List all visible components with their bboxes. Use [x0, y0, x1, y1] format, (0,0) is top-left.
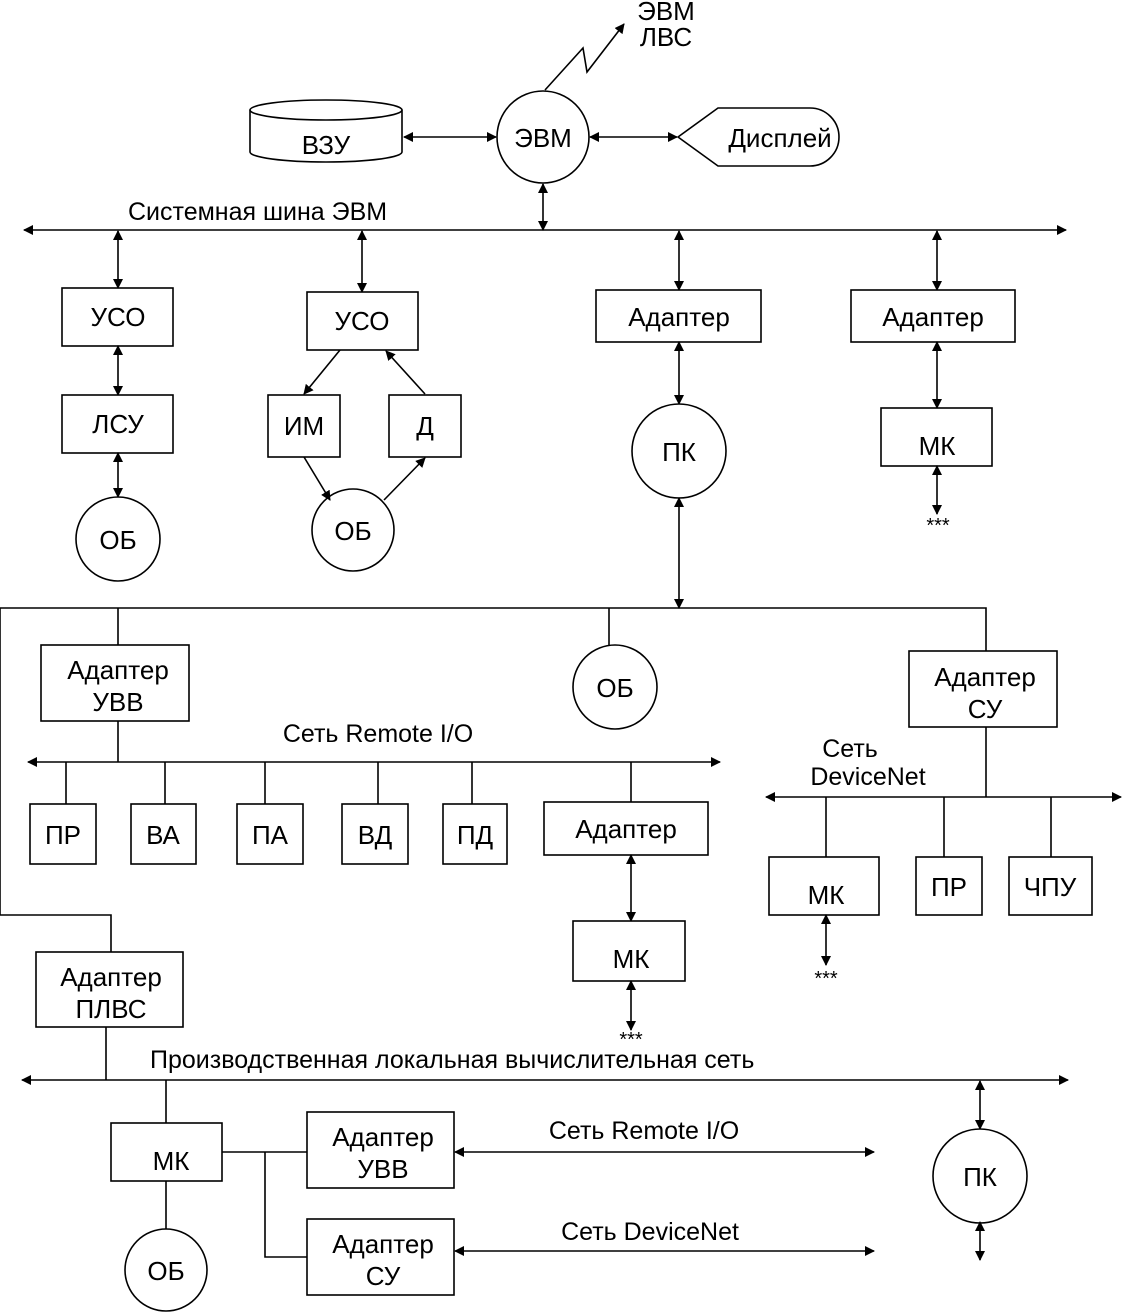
evm-label: ЭВМ — [514, 123, 572, 153]
pk-node-2: ПК — [932, 1128, 1028, 1224]
svg-text:ОБ: ОБ — [334, 516, 371, 546]
svg-text:ОБ: ОБ — [147, 1256, 184, 1286]
mk-box-2: МК — [572, 920, 686, 982]
pd-box: ПД — [442, 803, 508, 865]
chpu-box: ЧПУ — [1008, 856, 1093, 916]
uso-box-2: УСО — [306, 291, 419, 351]
ob-node-4: ОБ — [124, 1228, 208, 1312]
pr-box-1: ПР — [29, 803, 97, 865]
svg-text:СУ: СУ — [968, 694, 1003, 724]
vd-box: ВД — [341, 803, 409, 865]
svg-text:Адаптер: Адаптер — [332, 1122, 434, 1152]
evm-lvs-label-2: ЛВС — [640, 22, 692, 52]
im-box: ИМ — [267, 394, 341, 458]
pr-box-2: ПР — [915, 856, 983, 916]
svg-text:ИМ: ИМ — [284, 411, 324, 441]
svg-text:Адаптер: Адаптер — [60, 962, 162, 992]
svg-text:Адаптер: Адаптер — [332, 1229, 434, 1259]
svg-text:МК: МК — [153, 1146, 190, 1176]
display-node: Дисплей — [676, 107, 840, 167]
mk-box-3: МК — [768, 856, 880, 916]
svg-text:ПК: ПК — [963, 1162, 997, 1192]
svg-text:ПК: ПК — [662, 437, 696, 467]
remote-io-label-2: Сеть Remote I/O — [549, 1117, 739, 1145]
svg-text:Д: Д — [416, 411, 434, 441]
uso-box-1: УСО — [61, 287, 174, 347]
svg-text:ПД: ПД — [457, 820, 494, 850]
svg-text:ПР: ПР — [931, 872, 967, 902]
pk-node-1: ПК — [631, 403, 727, 499]
continuation-marker-2: *** — [619, 1029, 643, 1051]
ob-node-2: ОБ — [311, 488, 395, 572]
svg-text:ЛСУ: ЛСУ — [92, 409, 144, 439]
ob-node-1: ОБ — [75, 496, 161, 582]
continuation-marker-3: *** — [814, 968, 838, 990]
evm-node: ЭВМ — [496, 90, 590, 184]
vzu-label: ВЗУ — [302, 130, 351, 160]
adapter-uvv-box: Адаптер УВВ — [40, 644, 190, 722]
mk-box-4: МК — [110, 1122, 223, 1182]
adapter-plvs-box: Адаптер ПЛВС — [35, 951, 184, 1028]
svg-text:УСО: УСО — [91, 302, 146, 332]
svg-text:Адаптер: Адаптер — [575, 814, 677, 844]
lvs-link — [544, 23, 625, 91]
adapter-uvv-box-2: Адаптер УВВ — [306, 1111, 455, 1189]
svg-text:ВД: ВД — [358, 820, 393, 850]
svg-text:Адаптер: Адаптер — [67, 655, 169, 685]
svg-text:Адаптер: Адаптер — [882, 302, 984, 332]
svg-text:МК: МК — [919, 431, 956, 461]
adapter-su-box-2: Адаптер СУ — [306, 1218, 455, 1296]
svg-text:ОБ: ОБ — [596, 673, 633, 703]
remote-io-label-1: Сеть Remote I/O — [283, 720, 473, 748]
plvs-label: Производственная локальная вычислительна… — [150, 1046, 754, 1074]
mk-box-1: МК — [880, 407, 993, 467]
d-box: Д — [388, 394, 462, 458]
svg-text:ЧПУ: ЧПУ — [1024, 872, 1077, 902]
adapter-box-1: Адаптер — [595, 289, 762, 343]
svg-text:ПА: ПА — [252, 820, 289, 850]
svg-text:МК: МК — [808, 880, 845, 910]
continuation-marker-1: *** — [926, 515, 950, 537]
svg-text:ОБ: ОБ — [99, 525, 136, 555]
evm-lvs-label-1: ЭВМ — [637, 0, 695, 26]
display-label: Дисплей — [728, 123, 831, 153]
pa-box: ПА — [236, 803, 304, 865]
svg-text:Адаптер: Адаптер — [934, 662, 1036, 692]
devicenet-label-1b: DeviceNet — [810, 763, 925, 791]
svg-text:УВВ: УВВ — [92, 687, 143, 717]
svg-text:СУ: СУ — [366, 1261, 401, 1291]
svg-text:ВА: ВА — [146, 820, 180, 850]
adapter-su-box: Адаптер СУ — [908, 650, 1058, 728]
vzu-drum: ВЗУ — [249, 99, 403, 163]
svg-text:Адаптер: Адаптер — [628, 302, 730, 332]
va-box: ВА — [130, 803, 197, 865]
adapter-box-2: Адаптер — [850, 289, 1016, 343]
svg-text:ПЛВС: ПЛВС — [75, 994, 146, 1024]
adapter-box-3: Адаптер — [543, 801, 709, 856]
svg-text:МК: МК — [613, 944, 650, 974]
ob-node-3: ОБ — [572, 644, 658, 730]
pk-network-line — [0, 607, 987, 952]
system-bus-label: Системная шина ЭВМ — [128, 198, 387, 226]
devicenet-label-1a: Сеть — [822, 735, 878, 763]
lsu-box: ЛСУ — [61, 394, 174, 454]
devicenet-label-2: Сеть DeviceNet — [561, 1218, 739, 1246]
svg-text:ПР: ПР — [45, 820, 81, 850]
svg-text:УСО: УСО — [335, 306, 390, 336]
svg-text:УВВ: УВВ — [357, 1154, 408, 1184]
